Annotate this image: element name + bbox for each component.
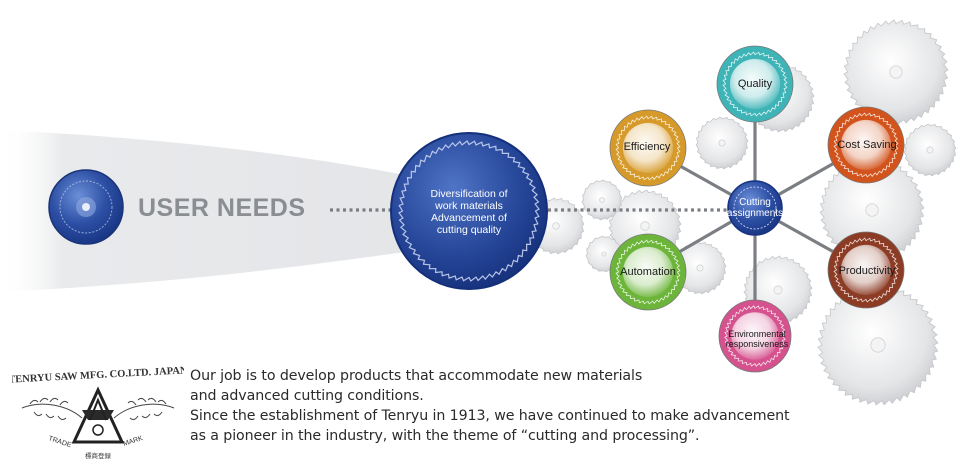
center-circle-label: Diversification of work materials Advanc…	[404, 172, 534, 252]
satellite-efficiency-circle	[609, 109, 687, 187]
center-circle	[390, 132, 548, 290]
tenryu-trademark-logo: TENRYU SAW MFG. CO.LTD. JAPAN TRADE MARK…	[12, 365, 184, 460]
saw-blade-hub	[926, 146, 934, 154]
description-line-2: and advanced cutting conditions.	[190, 388, 424, 404]
user-needs-label: USER NEEDS	[138, 194, 306, 222]
saw-blade-hub	[599, 197, 605, 203]
background-streak	[0, 130, 420, 292]
quality-text: Quality	[737, 77, 773, 90]
environmental-line-1: Environmental	[728, 328, 786, 339]
center-line-1: Diversification of	[430, 187, 508, 200]
environmental-line-2: responsiveness	[725, 339, 789, 349]
saw-blade-hub	[601, 251, 607, 257]
logo-trade-text: TRADE	[47, 435, 72, 449]
hub-line-1: Cutting	[739, 196, 771, 208]
logo-mark-text: MARK	[122, 435, 144, 448]
saw-blade-hub	[640, 221, 650, 231]
logo-bottom-text: 標商登録	[85, 451, 112, 460]
satellite-quality-circle	[716, 45, 794, 123]
hub-label: Cutting assignments	[722, 190, 788, 226]
center-line-3: Advancement of	[431, 212, 507, 224]
description-line-3: Since the establishment of Tenryu in 191…	[190, 408, 790, 424]
satellite-environmental-label: Environmental responsiveness	[712, 322, 802, 356]
satellite-environmental-circle	[718, 299, 792, 373]
satellite-cost-saving-circle	[827, 106, 905, 184]
efficiency-text: Efficiency	[623, 140, 671, 153]
satellite-quality-label: Quality	[715, 70, 795, 98]
description-line-4: as a pioneer in the industry, with the t…	[190, 428, 700, 444]
saw-blade-hub	[696, 264, 704, 272]
satellite-efficiency-label: Efficiency	[607, 133, 687, 161]
center-line-4: cutting quality	[436, 224, 502, 237]
hub-circle	[727, 180, 783, 236]
saw-blade-hub	[552, 222, 560, 230]
saw-blade-hub	[870, 337, 886, 353]
user-needs-circle	[48, 169, 124, 245]
saw-blade-hub	[865, 203, 879, 217]
cost-saving-text: Cost Saving	[837, 138, 897, 151]
logo-emblem	[71, 386, 125, 444]
satellite-productivity-circle	[827, 231, 905, 309]
laurel-wreath	[21, 397, 175, 421]
saw-blade-hub	[773, 285, 783, 295]
saw-blade-hub	[889, 65, 903, 79]
description-line-1: Our job is to develop products that acco…	[190, 368, 643, 384]
satellite-cost-saving-label: Cost Saving	[824, 131, 910, 159]
satellite-automation-label: Automation	[607, 258, 689, 286]
satellite-automation-circle	[609, 233, 687, 311]
center-saw-outline	[398, 140, 540, 282]
company-description: Our job is to develop products that acco…	[190, 366, 810, 446]
hub-line-2: assignments	[726, 208, 784, 219]
center-line-2: work materials	[435, 199, 503, 212]
logo-top-text: TENRYU SAW MFG. CO.LTD. JAPAN	[12, 365, 184, 385]
automation-text: Automation	[620, 265, 676, 278]
satellite-productivity-label: Productivity	[826, 257, 908, 285]
productivity-text: Productivity	[838, 264, 896, 277]
saw-blade-hub	[718, 139, 726, 147]
